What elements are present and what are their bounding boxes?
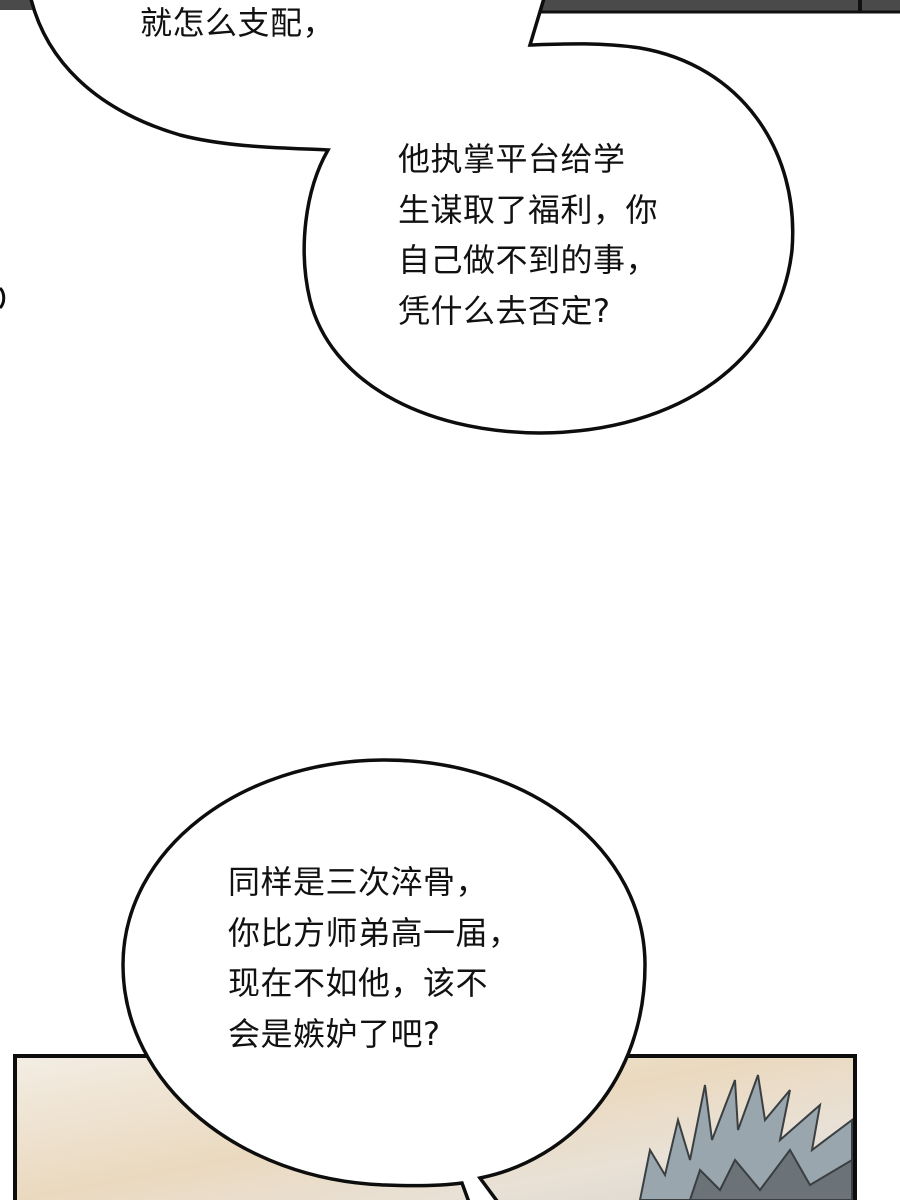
speech-line: 就怎么支配， bbox=[140, 4, 336, 42]
speech-line: 会是嫉妒了吧? bbox=[228, 1014, 441, 1053]
speech-text-1: 就怎么支配， bbox=[140, 0, 335, 49]
top-panel-strip-right bbox=[535, 0, 900, 12]
character-hair bbox=[638, 1074, 853, 1200]
speech-line: 自己做不到的事， bbox=[398, 241, 659, 279]
speech-line: 凭什么去否定? bbox=[398, 291, 611, 330]
speech-bubble-top bbox=[29, 0, 795, 435]
top-panel-strip-left bbox=[0, 0, 40, 10]
small-bubble-edge bbox=[0, 286, 6, 310]
speech-line: 现在不如他，该不 bbox=[228, 964, 489, 1002]
speech-text-3: 同样是三次淬骨， 你比方师弟高一届， 现在不如他，该不 会是嫉妒了吧? bbox=[228, 857, 521, 1059]
speech-text-2: 他执掌平台给学 生谋取了福利，你 自己做不到的事， 凭什么去否定? bbox=[398, 134, 658, 336]
speech-line: 你比方师弟高一届， bbox=[228, 913, 521, 952]
speech-line: 生谋取了福利，你 bbox=[398, 190, 659, 229]
speech-line: 他执掌平台给学 bbox=[398, 140, 626, 178]
speech-line: 同样是三次淬骨， bbox=[228, 863, 489, 901]
speech-bubble-bottom bbox=[121, 758, 647, 1200]
